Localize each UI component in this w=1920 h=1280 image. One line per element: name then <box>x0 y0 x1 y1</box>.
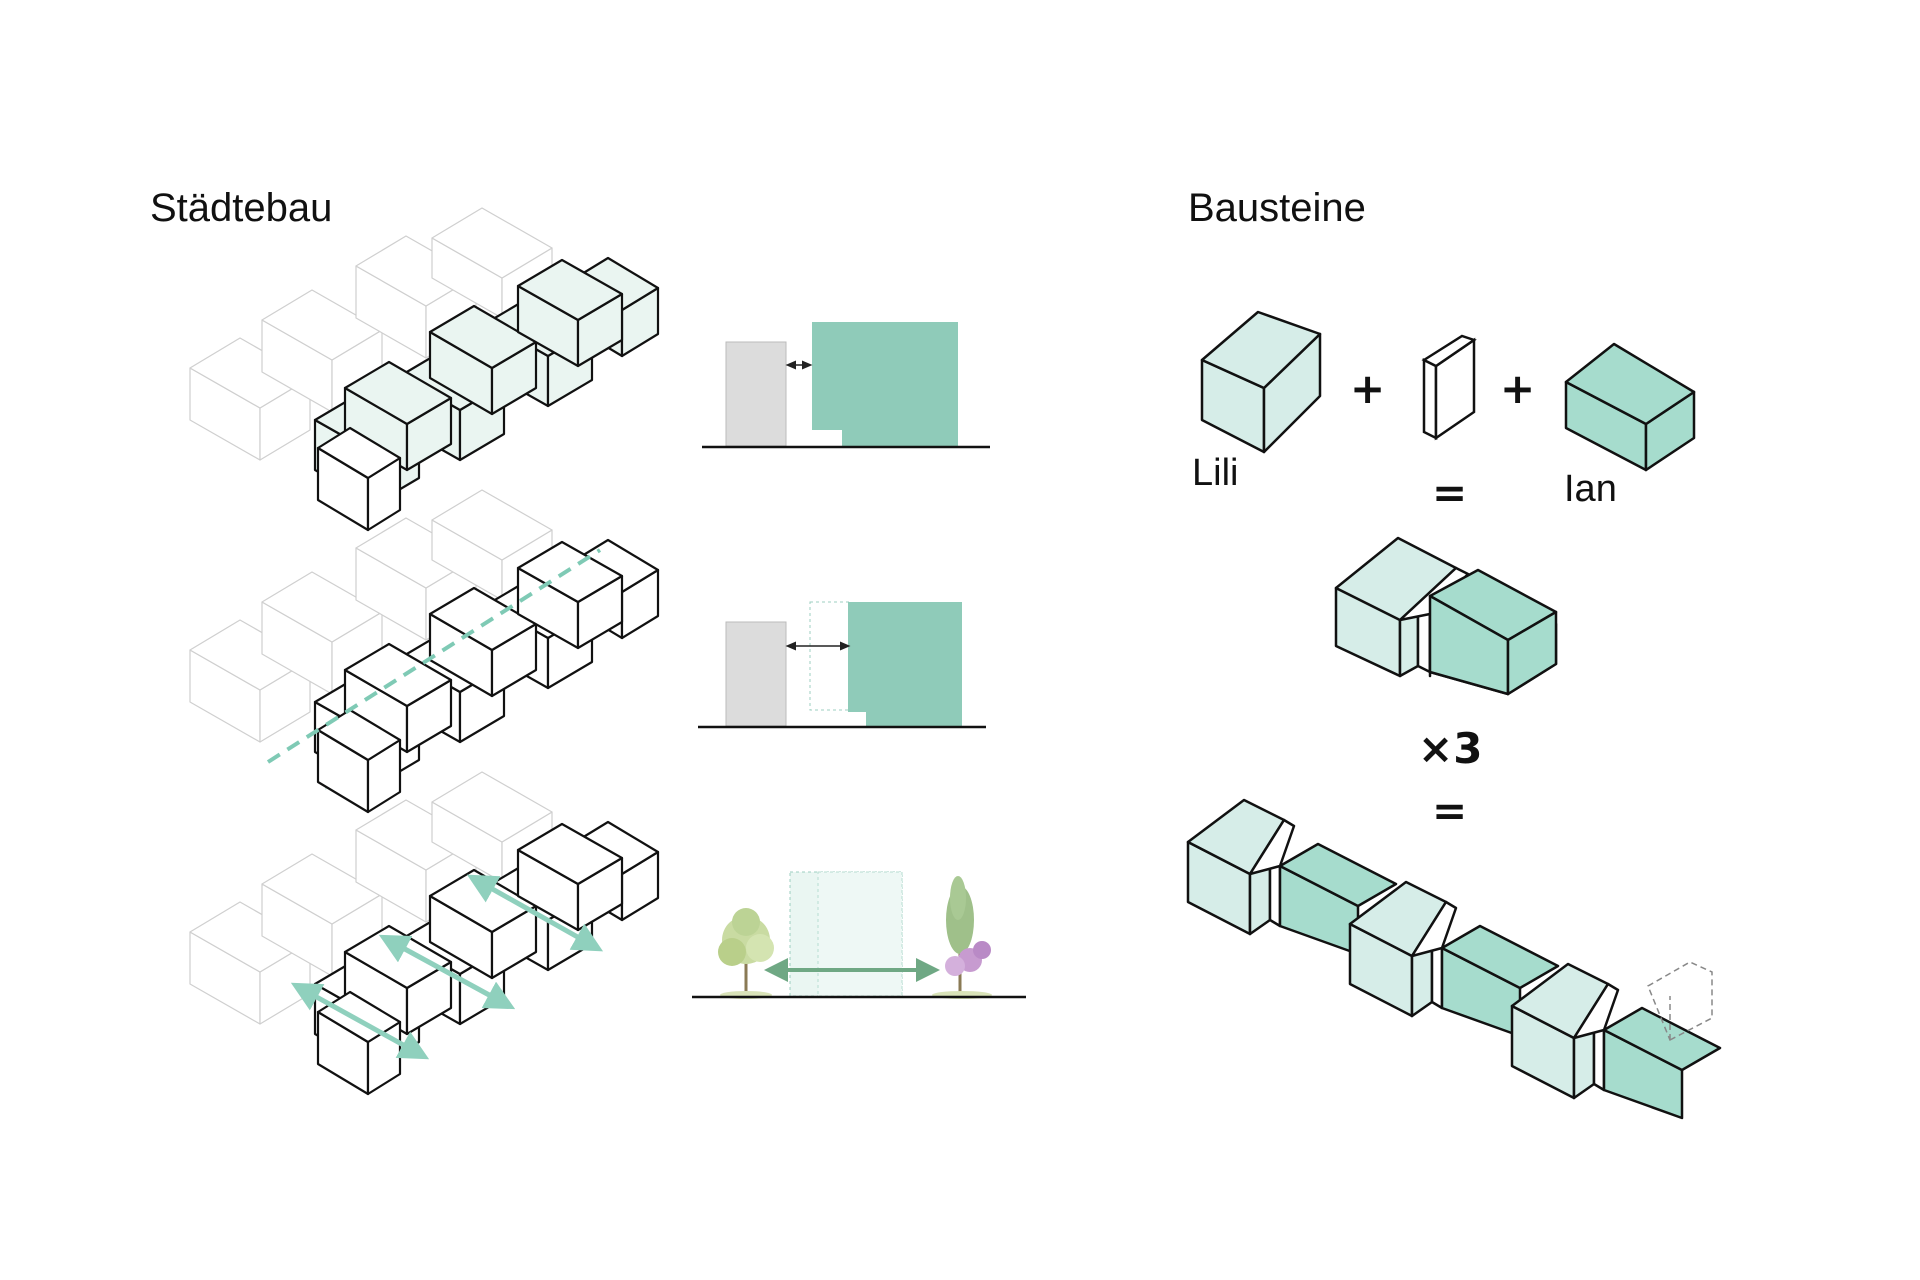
plus-operator-1: + <box>1350 364 1386 413</box>
staedtebau-section-2 <box>698 601 986 729</box>
combined-unit <box>1334 536 1558 696</box>
equals-operator-1: = <box>1432 468 1468 517</box>
times-three-operator: ×3 <box>1418 724 1483 773</box>
separator-module <box>1421 334 1477 441</box>
connection-arrow <box>378 934 516 1010</box>
staedtebau-section-1 <box>702 322 990 449</box>
ian-label: Ian <box>1564 468 1617 510</box>
lili-label: Lili <box>1192 452 1239 494</box>
staedtebau-axo-2 <box>189 489 660 814</box>
equals-operator-2: = <box>1432 786 1468 835</box>
lili-module <box>1200 310 1322 454</box>
connection-arrow <box>290 982 430 1060</box>
staedtebau-section-3 <box>692 871 1026 999</box>
staedtebau-heading: Städtebau <box>150 186 333 230</box>
tree-left-icon <box>718 908 774 999</box>
plus-operator-2: + <box>1500 364 1536 413</box>
axis-dashed-line <box>266 548 602 764</box>
tree-right-icon <box>932 876 992 999</box>
connection-arrow <box>466 874 604 952</box>
bausteine-heading: Bausteine <box>1188 186 1366 230</box>
staedtebau-axo-1 <box>189 207 660 532</box>
ian-module <box>1564 342 1696 472</box>
staedtebau-axo-3 <box>189 771 660 1096</box>
tripled-row <box>1186 798 1722 1120</box>
